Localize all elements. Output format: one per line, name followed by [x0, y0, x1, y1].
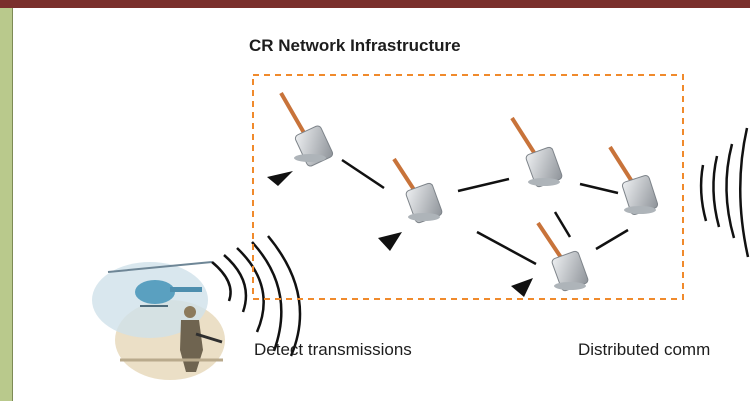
- handheld-radio-icon: [392, 157, 443, 224]
- handheld-radio-icon: [608, 145, 659, 215]
- caption-distributed-comm: Distributed comm: [578, 340, 711, 359]
- network-links: [341, 158, 629, 266]
- handheld-radio-icon: [536, 221, 589, 292]
- handheld-radio-icon: [279, 92, 334, 167]
- left-frame-bar: [0, 8, 13, 401]
- caption-detect-transmissions: Detect transmissions: [254, 340, 412, 359]
- diagram-title: CR Network Infrastructure: [249, 36, 461, 55]
- helicopter-icon: [107, 261, 213, 307]
- radio-waves-icon: [211, 235, 302, 357]
- handheld-radio-icon: [510, 116, 563, 188]
- battlefield-scene: [92, 261, 225, 380]
- radio-waves-icon: [699, 127, 750, 258]
- triangle-arrow-icon: [267, 171, 533, 297]
- top-frame-bar: [0, 0, 750, 8]
- network-boundary: [252, 74, 684, 300]
